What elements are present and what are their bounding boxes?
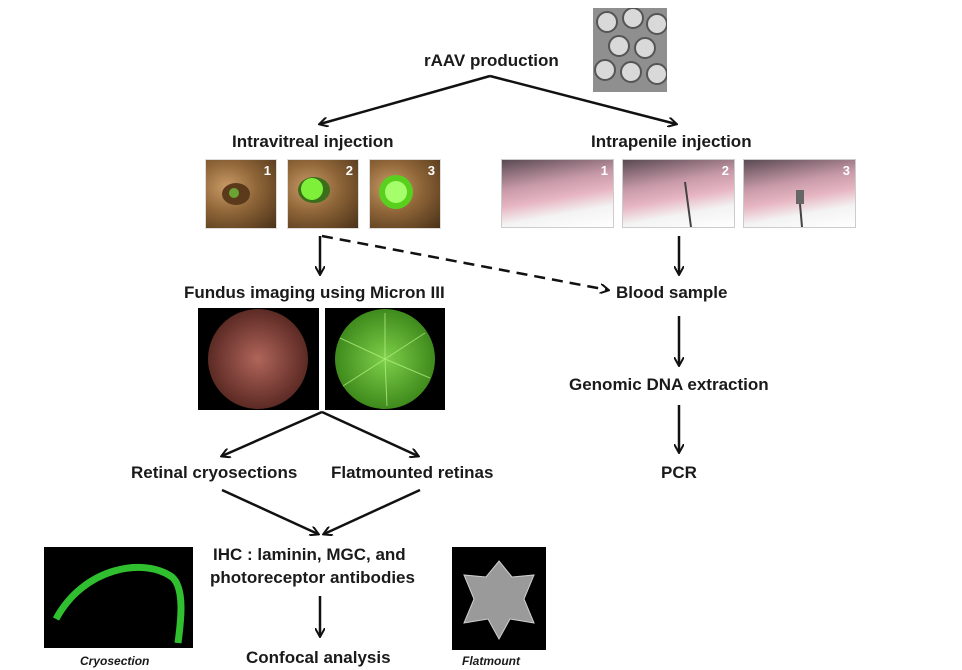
arrow-raav-to-intravitreal bbox=[320, 74, 491, 124]
intravitreal-photo-1: 1 bbox=[205, 159, 277, 229]
arrow-intravitreal-to-blood bbox=[321, 234, 608, 290]
photo-number: 3 bbox=[842, 163, 850, 178]
needle-graphic bbox=[684, 181, 692, 227]
syringe-graphic bbox=[796, 190, 804, 227]
fundus-imaging-label: Fundus imaging using Micron III bbox=[184, 283, 445, 302]
cryosection-graphic bbox=[52, 563, 185, 644]
genomic-dna-extraction-label: Genomic DNA extraction bbox=[569, 375, 769, 394]
ihc-label-line1: IHC : laminin, MGC, and bbox=[213, 545, 406, 564]
ihc-label-line2: photoreceptor antibodies bbox=[210, 568, 415, 587]
blood-sample-label: Blood sample bbox=[616, 283, 728, 302]
eye-2-graphic bbox=[298, 177, 330, 203]
photo-number: 1 bbox=[263, 163, 271, 178]
fundus-red-graphic bbox=[208, 309, 308, 409]
fundus-fluorescence-image bbox=[325, 308, 445, 410]
intrapenile-injection-label: Intrapenile injection bbox=[591, 132, 752, 151]
retinal-cryosections-label: Retinal cryosections bbox=[131, 463, 298, 482]
raav-em-image bbox=[593, 8, 667, 92]
eye-1-graphic bbox=[222, 183, 250, 205]
arrow-fundus-to-flatmounted bbox=[321, 410, 418, 456]
arrow-cryosections-to-ihc bbox=[221, 488, 318, 534]
fundus-brightfield-image bbox=[198, 308, 319, 410]
pcr-label: PCR bbox=[661, 463, 697, 482]
arrow-fundus-to-cryosections bbox=[222, 410, 323, 456]
intrapenile-photo-2: 2 bbox=[622, 159, 735, 228]
flatmount-image bbox=[452, 547, 546, 650]
intrapenile-photo-3: 3 bbox=[743, 159, 856, 228]
intrapenile-photo-1: 1 bbox=[501, 159, 614, 228]
fundus-green-graphic bbox=[335, 309, 435, 409]
photo-number: 2 bbox=[721, 163, 729, 178]
intravitreal-photo-2: 2 bbox=[287, 159, 359, 229]
flatmounted-retinas-label: Flatmounted retinas bbox=[331, 463, 494, 482]
cryosection-caption: Cryosection bbox=[80, 654, 150, 668]
intravitreal-injection-label: Intravitreal injection bbox=[232, 132, 394, 151]
photo-number: 2 bbox=[345, 163, 353, 178]
arrow-raav-to-intrapenile bbox=[489, 74, 676, 124]
raav-production-label: rAAV production bbox=[424, 51, 559, 70]
cryosection-image bbox=[44, 547, 193, 648]
eye-3-graphic bbox=[379, 175, 413, 209]
photo-number: 3 bbox=[427, 163, 435, 178]
flatmount-graphic bbox=[463, 560, 535, 641]
intravitreal-photo-3: 3 bbox=[369, 159, 441, 229]
flatmount-caption: Flatmount bbox=[462, 654, 520, 668]
photo-number: 1 bbox=[600, 163, 608, 178]
arrow-flatmounted-to-ihc bbox=[324, 488, 421, 534]
raav-particles-graphic bbox=[593, 8, 667, 92]
confocal-analysis-label: Confocal analysis bbox=[246, 648, 391, 667]
